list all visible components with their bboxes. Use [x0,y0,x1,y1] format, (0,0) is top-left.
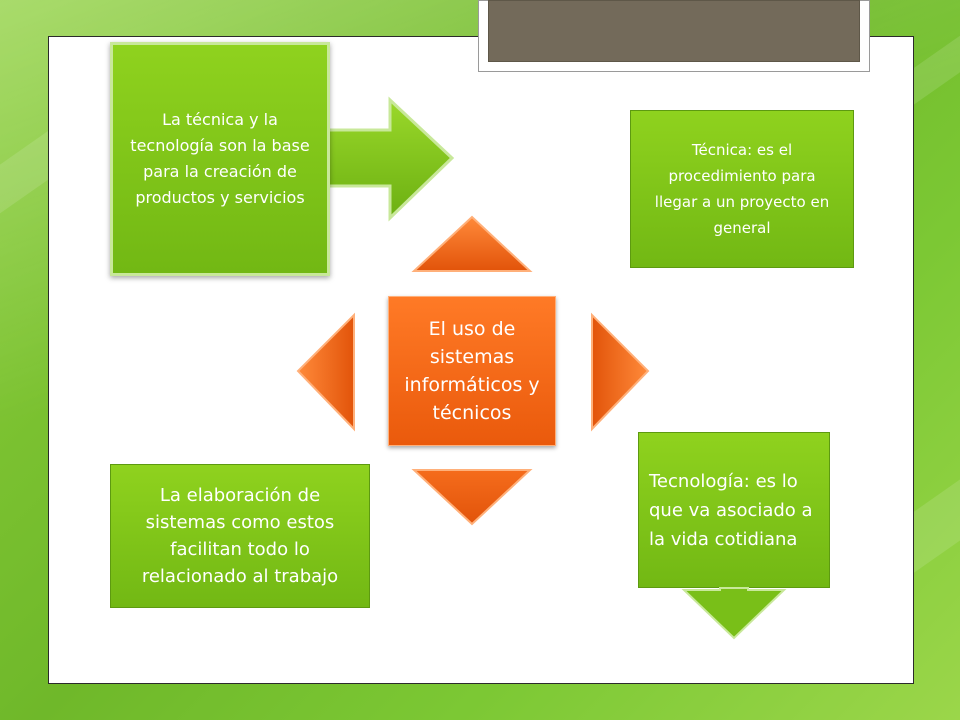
box-tecnologia: Tecnología: es lo que va asociado a la v… [638,432,830,588]
box-tecnica: Técnica: es el procedimiento para llegar… [630,110,854,268]
title-placeholder [488,0,860,62]
elaboracion-text: La elaboración de sistemas como estos fa… [141,485,339,587]
triangle-left [296,312,355,432]
triangle-up [411,215,533,272]
tecnica-text: Técnica: es el procedimiento para llegar… [654,141,830,237]
box-elaboracion: La elaboración de sistemas como estos fa… [110,464,370,608]
triangle-right [591,312,650,432]
callout-box-tecnica-tecnologia: La técnica y la tecnología son la base p… [110,42,330,276]
center-box: El uso de sistemas informáticos y técnic… [388,296,556,446]
down-arrow [681,587,787,640]
triangle-down [411,469,533,526]
tecnologia-text: Tecnología: es lo que va asociado a la v… [649,470,813,550]
center-text: El uso de sistemas informáticos y técnic… [404,318,540,424]
callout-text: La técnica y la tecnología son la base p… [130,110,310,207]
